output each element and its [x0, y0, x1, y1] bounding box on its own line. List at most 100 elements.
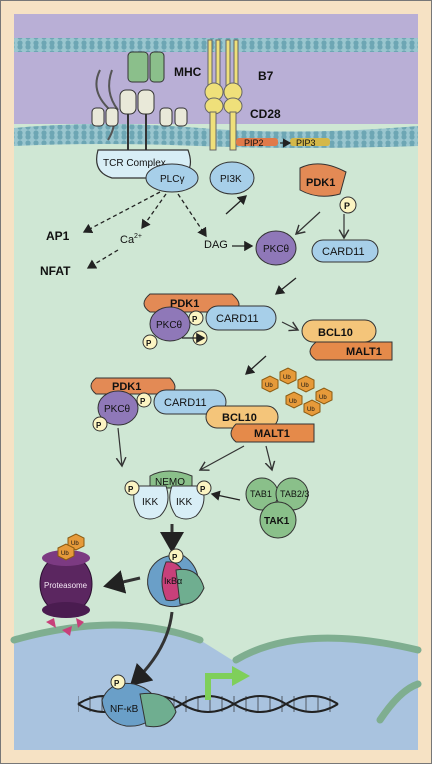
pip2-lipid: [236, 138, 278, 146]
nfkb-nuclear: [101, 682, 177, 728]
nuclear-envelope-right: [232, 634, 422, 664]
nfkb-label: NF-κB: [110, 704, 139, 715]
transcription-arrow-head: [232, 666, 250, 686]
nuclear-envelope-left: [10, 621, 204, 644]
signalosome-complex-1: [143, 293, 277, 342]
p-label-ikba: P: [172, 553, 178, 562]
nfkb-nuclear-translocation-arrow: [129, 611, 174, 687]
peptide-fragment-1: [46, 618, 56, 628]
ub-label-5: Ub: [307, 407, 315, 413]
pi3k-node: [209, 161, 255, 195]
malt1-label-right: MALT1: [346, 346, 382, 358]
ub-label-proteasome-a: Ub: [71, 541, 79, 547]
mid-to-complex-arrow: [274, 277, 297, 295]
ikba-label: IκBα: [164, 576, 182, 586]
p-badge-c2b: [92, 416, 108, 432]
tab1-label: TAB1: [250, 489, 272, 499]
transcription-start-arrow: [205, 673, 236, 700]
pdk1-label-top: PDK1: [306, 177, 335, 189]
pdk1-label-c1: PDK1: [170, 298, 199, 310]
pi3k-label: PI3K: [220, 174, 242, 185]
tab-tak-complex: [245, 477, 309, 539]
pdk1-node-top: [299, 163, 347, 197]
pdk1-to-pkc-arrow: [296, 211, 321, 234]
p-label-c1b: P: [196, 335, 202, 344]
pip3-label: PIP3: [296, 138, 316, 148]
tak-to-ikk-arrow: [210, 490, 241, 501]
peptide-fragment-3: [76, 618, 84, 628]
p-label-ikk-b: P: [200, 485, 206, 494]
ub-label-6: Ub: [319, 395, 327, 401]
plcg-node: [145, 163, 199, 193]
b7-cd28-receptor: [204, 39, 243, 151]
signalosome-complex-2: [90, 377, 315, 443]
nemo-label: NEMO: [155, 477, 185, 488]
dag-to-pi3k-arrow: [225, 195, 247, 215]
pdk1-label-c2: PDK1: [112, 381, 141, 393]
tak1-label: TAK1: [264, 516, 290, 527]
bcl10-malt1-complex: [301, 319, 393, 361]
p-badge-nfkb: [110, 674, 126, 690]
ub-label-1: Ub: [265, 383, 273, 389]
dag-label: DAG: [204, 239, 228, 251]
proteasome-label: Proteasome: [44, 581, 88, 590]
p-label-c1a: P: [192, 315, 198, 324]
p-badge-ikba: [168, 548, 184, 564]
p-badge-c1a: [188, 310, 204, 326]
p-badge-c2a: [136, 392, 152, 408]
ikk-label-2: IKK: [176, 497, 192, 508]
bcl10-label-c2: BCL10: [222, 412, 257, 424]
ikk-label-1: IKK: [142, 497, 158, 508]
p-label-c2b: P: [96, 421, 102, 430]
cd28-label: CD28: [250, 107, 281, 121]
ub-hex-proteasome-b: [57, 543, 75, 561]
ub-label-3: Ub: [301, 383, 309, 389]
ca-label: Ca: [120, 234, 135, 246]
malt1-to-tak-arrow: [266, 445, 272, 470]
nfat-label: NFAT: [40, 264, 71, 278]
card11-label-mid: CARD11: [322, 246, 365, 258]
card11-label-c2: CARD11: [164, 397, 207, 409]
ikba-to-proteasome-arrow: [103, 570, 141, 594]
ca-to-nfat-arrow: [86, 249, 119, 269]
ubiquitin-chain-bcl10: [261, 367, 333, 417]
p-label-c1c: P: [146, 339, 152, 348]
card11-label-c1: CARD11: [216, 313, 259, 325]
plcg-to-ap1-arrow: [82, 191, 161, 233]
p-badge-ikk-b: [196, 480, 212, 496]
p-label-c2a: P: [140, 397, 146, 406]
ikk-complex: [133, 470, 205, 520]
p-label-ikk-a: P: [128, 485, 134, 494]
pip3-lipid: [290, 138, 330, 146]
pkc-label-c1: PKCθ: [156, 320, 183, 331]
ub-label-4: Ub: [289, 399, 297, 405]
p-label-pdk1-top: P: [344, 201, 350, 211]
p-badge-ikk-a: [124, 480, 140, 496]
tcr-complex-label: TCR Complex: [103, 158, 166, 169]
pkc-node-mid: [255, 230, 297, 266]
b7-label: B7: [258, 69, 274, 83]
mhc-label: MHC: [174, 65, 202, 79]
p-badge-c1c: [142, 334, 158, 350]
pip2-label: PIP2: [244, 138, 264, 148]
pkc-label-c2: PKCθ: [104, 404, 131, 415]
complex1-to-complex2-arrow: [245, 355, 267, 375]
pkc-label-mid: PKCθ: [263, 244, 290, 255]
ub-label-proteasome-b: Ub: [61, 551, 69, 557]
tab23-label: TAB2/3: [280, 489, 309, 499]
ap1-label: AP1: [46, 229, 70, 243]
malt1-label-c2: MALT1: [254, 428, 290, 440]
card11-to-bcl10-arrow: [281, 321, 298, 330]
p-badge-pdk1-top: [339, 196, 357, 214]
ub-label-2: Ub: [283, 375, 291, 381]
card11-node-mid: [311, 239, 379, 263]
bcl10-label-right: BCL10: [318, 327, 353, 339]
ca-charge-label: 2+: [134, 233, 142, 240]
plcg-to-dag-arrow: [177, 193, 207, 238]
nuclear-envelope-edge: [376, 680, 422, 724]
malt1-to-ikk-arrow: [200, 445, 245, 470]
plcg-label: PLCγ: [160, 174, 184, 185]
p-label-nfkb: P: [114, 679, 120, 688]
peptide-fragment-2: [62, 626, 72, 636]
